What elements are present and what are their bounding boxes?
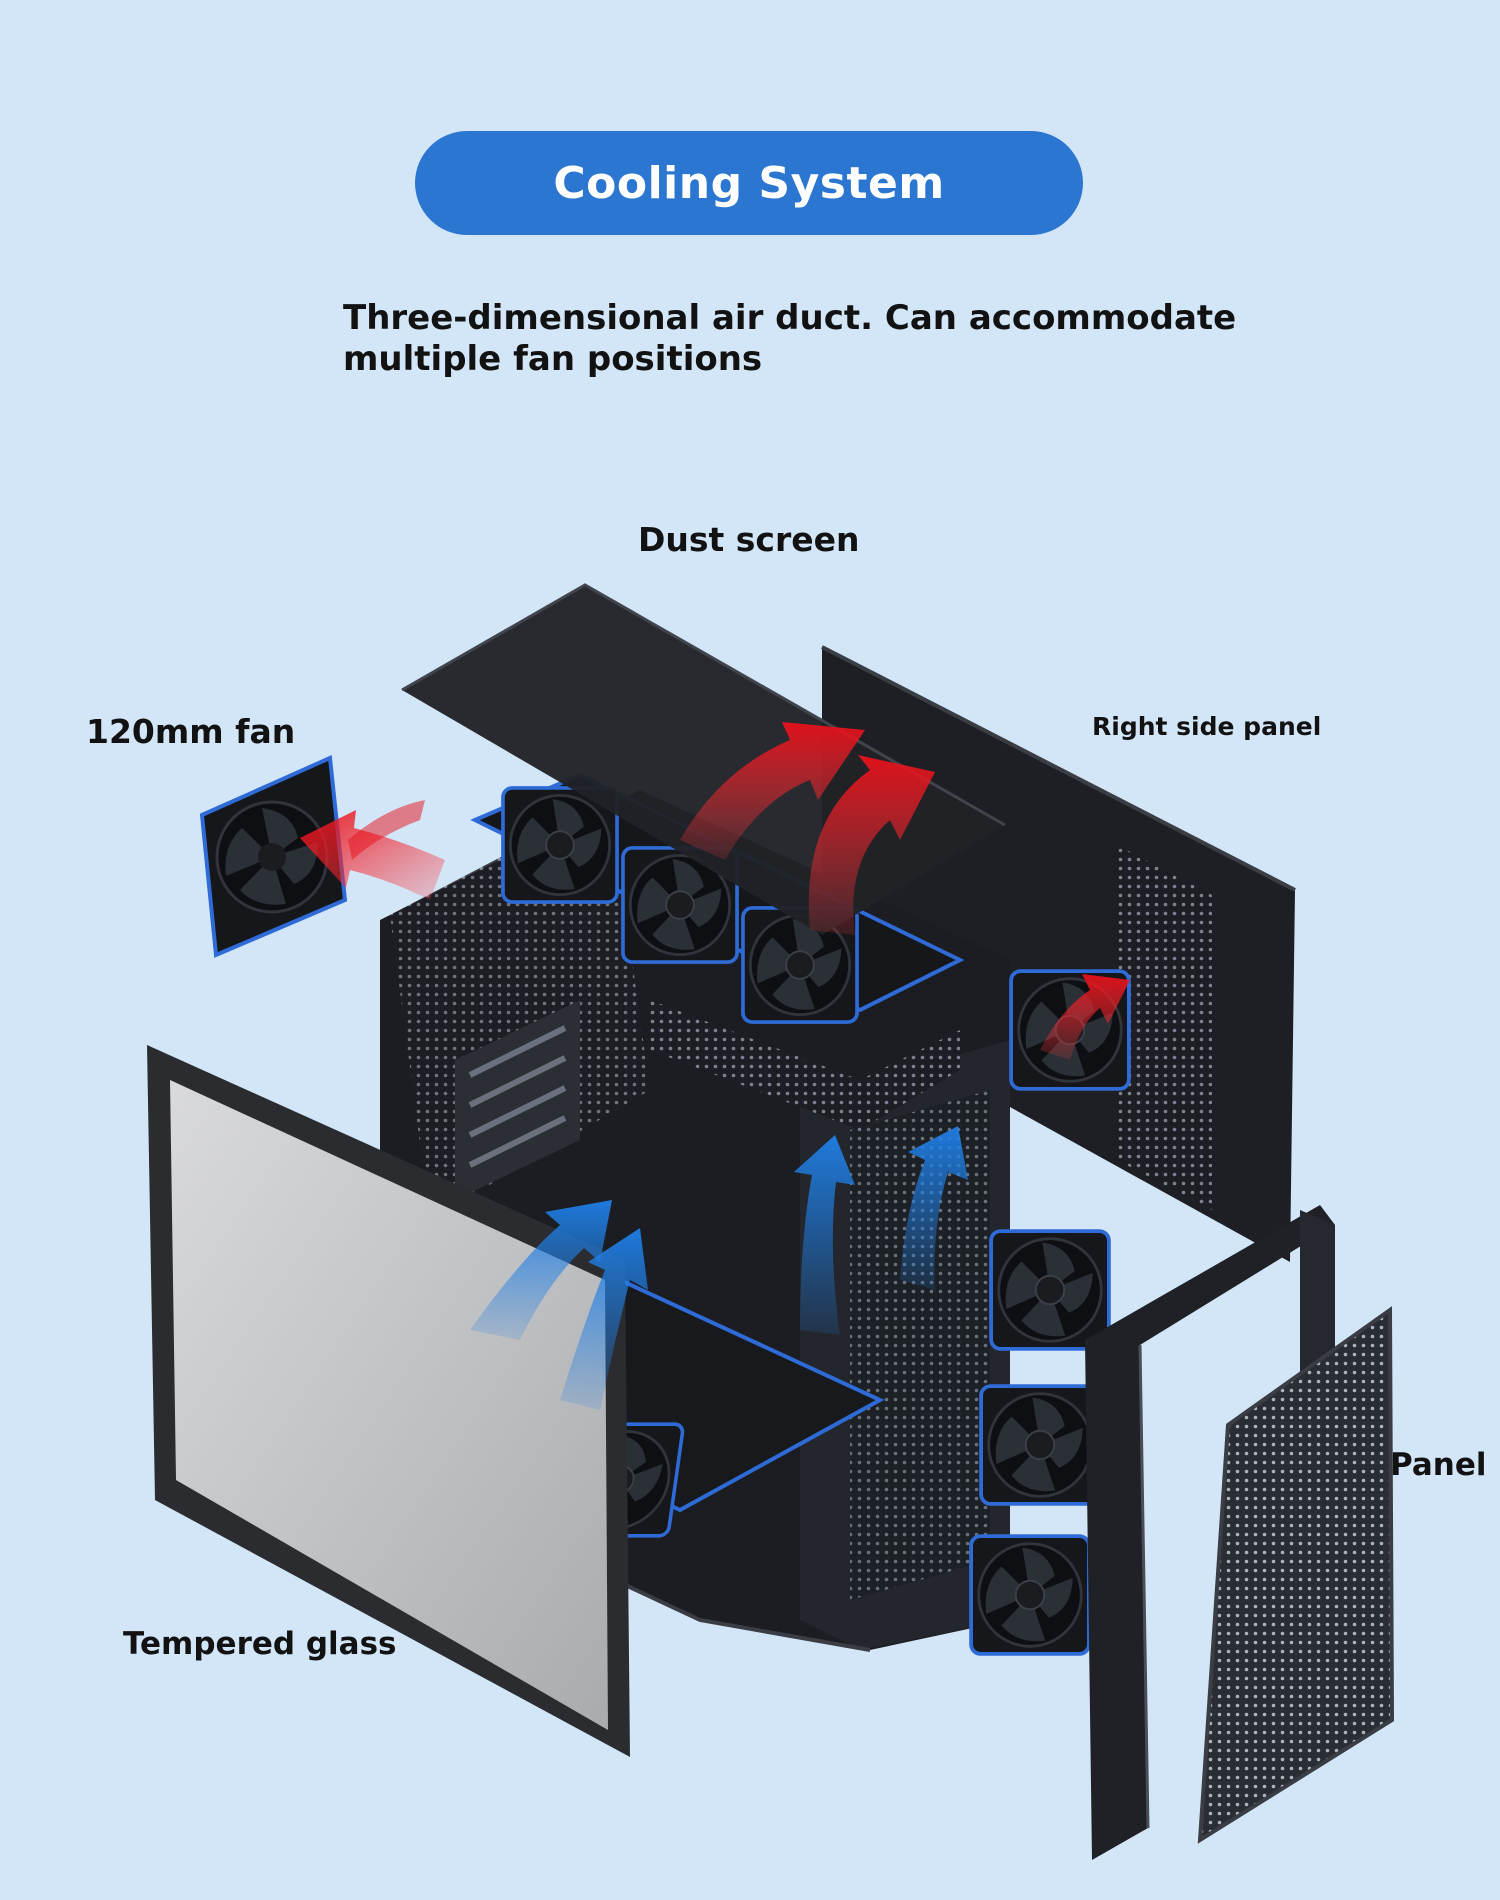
title-pill: Cooling System [415,131,1083,235]
tempered-glass-label: Tempered glass [123,1626,397,1662]
dust-screen-label: Dust screen [638,520,860,559]
page-subtitle: Three-dimensional air duct. Can accommod… [343,298,1237,379]
tempered-glass-panel [147,1045,630,1757]
intake-arrow-icon [470,1126,968,1410]
page-title: Cooling System [553,157,945,209]
fan-120mm-label: 120mm fan [86,712,296,751]
exhaust-arrow-icon [300,722,1130,1060]
panel-label: Panel [1390,1447,1487,1483]
top-fan-bracket [470,772,965,1130]
front-mesh-panel [1197,1306,1395,1844]
rear-120mm-fan [199,755,348,958]
right-side-panel-label: Right side panel [1092,712,1322,741]
